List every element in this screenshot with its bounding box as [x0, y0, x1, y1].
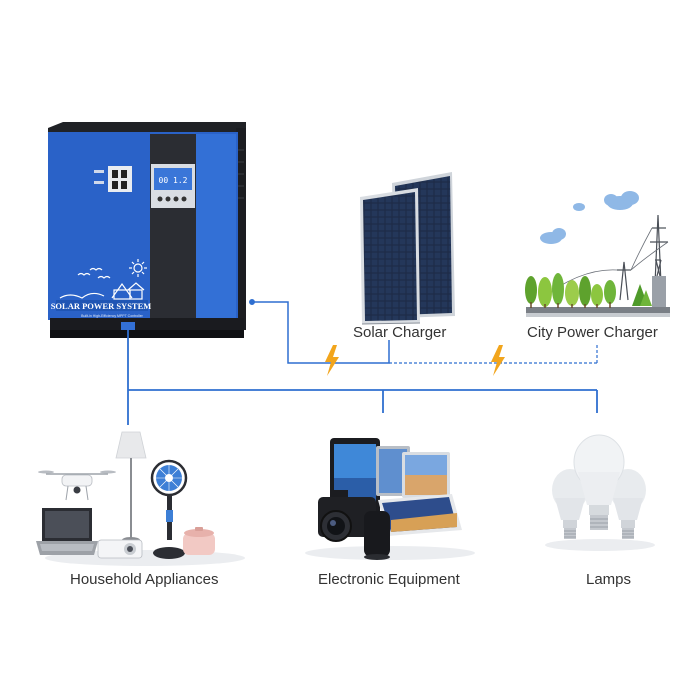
inverter-unit: 00 1.2 — [48, 122, 246, 338]
household-appliances-label: Household Appliances — [70, 571, 219, 588]
load-wiring — [127, 330, 598, 425]
source-wiring — [249, 299, 390, 364]
light-bulb-icon — [552, 469, 588, 539]
lamp-bulbs-icon — [545, 434, 655, 551]
light-bulb-icon — [573, 434, 625, 530]
tree-icon — [525, 273, 652, 308]
household-appliances-icon — [36, 431, 245, 566]
house-icon — [59, 282, 145, 300]
lcd-readout: 00 1.2 — [159, 176, 188, 185]
sun-icon — [129, 259, 147, 277]
lamps-label: Lamps — [586, 571, 632, 588]
solar-panel-icon — [360, 172, 455, 325]
light-bulb-icon — [610, 469, 646, 539]
brand-label: SOLAR POWER SYSTEM — [51, 301, 152, 311]
lightning-bolt-icon — [325, 345, 339, 376]
fan-icon — [150, 459, 188, 559]
bird-icon — [77, 267, 111, 279]
city-power-icon — [525, 191, 670, 317]
lightning-bolt-icon — [491, 345, 505, 376]
electronic-equipment-icon — [305, 438, 475, 560]
laptop-icon — [378, 494, 462, 536]
electronic-equipment-label: Electronic Equipment — [318, 571, 460, 588]
breaker-switch-icon — [108, 166, 132, 192]
city-power-charger-label: City Power Charger — [527, 324, 658, 341]
cloud-icon — [540, 191, 639, 244]
solar-charger-label: Solar Charger — [353, 324, 447, 341]
city-wiring — [389, 343, 598, 364]
brand-subtitle: Built-in High-Efficiency MPPT Controller — [81, 314, 144, 318]
drone-icon — [38, 470, 116, 501]
kettle-icon — [183, 527, 215, 555]
camera-icon — [318, 490, 390, 560]
projector-icon — [97, 539, 143, 559]
laptop-icon — [36, 508, 98, 555]
